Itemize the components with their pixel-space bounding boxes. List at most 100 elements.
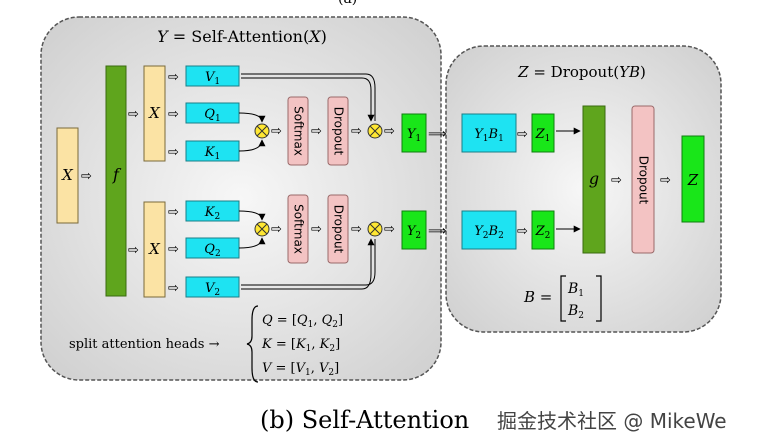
- v1-block: [185, 65, 240, 87]
- y2b2-label: Y2B2: [474, 224, 504, 241]
- head2-softmax-label: Softmax: [292, 204, 306, 254]
- head1-x-block: [143, 65, 166, 162]
- g-block: [582, 105, 606, 254]
- v1-to-mult: [241, 73, 376, 121]
- arrow-x1-q1: ⇨: [168, 107, 179, 122]
- arrow-dropout1-mult: ⇨: [351, 124, 362, 139]
- panel-connectors: ⟹ ⟹: [428, 127, 447, 239]
- left-panel: Y = Self-Attention(X) X f X X V1 Q1 K1 K…: [40, 16, 442, 383]
- b-equation-lhs: B =: [523, 288, 552, 306]
- left-panel-title: Y = Self-Attention(X): [157, 27, 327, 46]
- arrow-x2-v2: ⇨: [168, 281, 179, 296]
- right-connectors: [556, 127, 581, 233]
- head2-dropout-label: Dropout: [332, 205, 346, 254]
- head2-qk-multiply-cross: [256, 223, 268, 235]
- split-heads-text: split attention heads →: [69, 337, 220, 352]
- v2-to-mult-2: [241, 238, 375, 290]
- g-label: g: [589, 169, 599, 188]
- arrow-x2-k2: ⇨: [168, 205, 179, 220]
- right-panel: Z = Dropout(YB) Y1B1 Y2B2 Z1 Z2 g Dropou…: [445, 45, 722, 333]
- f-block: [105, 65, 127, 297]
- arrow-mult2-softmax: ⇨: [271, 222, 282, 237]
- f-label: f: [112, 165, 122, 184]
- y2-label: Y2: [407, 224, 421, 241]
- arrow-softmax2-dropout: ⇨: [311, 222, 322, 237]
- arrow-f-x1: ⇨: [128, 107, 139, 122]
- b-row2: B2: [567, 303, 584, 321]
- v1-label: V1: [205, 70, 220, 87]
- arrow-y1b1-z1: ⇨: [517, 127, 528, 142]
- left-arrows: ⇨ ⇨ ⇨ ⇨ ⇨ ⇨ ⇨ ⇨ ⇨ ⇨ ⇨ ⇨ ⇨ ⇨ ⇨ ⇨ ⇨: [81, 70, 395, 296]
- left-panel-frame: [40, 16, 442, 381]
- head1-dropout-label: Dropout: [332, 107, 346, 156]
- arrow-y2b2-z2: ⇨: [517, 224, 528, 239]
- arrow-dropout2-mult: ⇨: [351, 222, 362, 237]
- right-arrows: ⇨ ⇨ ⇨ ⇨: [517, 127, 671, 239]
- arrow-g-dropout: ⇨: [611, 173, 622, 188]
- k1-label: K1: [204, 145, 220, 162]
- arrow-dropout-z: ⇨: [660, 173, 671, 188]
- equation-v: V = [V1, V2]: [262, 361, 339, 378]
- y1-block: [401, 113, 427, 153]
- z2-block: [531, 210, 555, 250]
- z1-block: [531, 113, 555, 153]
- head2-dropout-block: [327, 194, 349, 264]
- q1-label: Q1: [204, 107, 220, 124]
- figure-caption: (b) Self-Attention: [260, 406, 469, 434]
- q2-label: Q2: [204, 242, 220, 259]
- y2-block: [401, 210, 427, 250]
- watermark: 掘金技术社区 @ MikeWe: [497, 409, 727, 433]
- y1-label: Y1: [407, 127, 421, 144]
- k2-label: K2: [204, 205, 220, 222]
- arrow-x-f: ⇨: [81, 169, 92, 184]
- z1-label: Z1: [535, 127, 551, 144]
- v2-block: [185, 276, 240, 298]
- arrow-x1-v1: ⇨: [168, 70, 179, 85]
- top-cut-text: (a): [338, 0, 357, 7]
- head1-x-label: X: [148, 104, 161, 122]
- head1-v-multiply-cross: [369, 125, 381, 137]
- equation-brace: [246, 305, 259, 383]
- arrow-f-x2: ⇨: [128, 243, 139, 258]
- equation-k: K = [K1, K2]: [261, 337, 340, 354]
- right-dropout-block: [631, 105, 655, 254]
- k1-to-mult: [238, 139, 266, 152]
- arrow-x2-q2: ⇨: [168, 242, 179, 257]
- head1-qk-multiply-cross: [256, 125, 268, 137]
- head2-softmax-block: [287, 194, 309, 264]
- arrow-y2-right: ⟹: [428, 224, 447, 239]
- head2-v-multiply-cross: [369, 223, 381, 235]
- b-bracket-right: [596, 275, 602, 322]
- q2-to-mult: [238, 237, 266, 249]
- arrow-mult1-softmax: ⇨: [271, 124, 282, 139]
- arrow-softmax1-dropout: ⇨: [311, 124, 322, 139]
- k2-to-mult: [238, 210, 266, 221]
- y1b1-block: [461, 113, 517, 153]
- arrow-mult-y2: ⇨: [384, 222, 395, 237]
- z-label: Z: [687, 171, 699, 189]
- y1b1-label: Y1B1: [474, 127, 504, 144]
- right-panel-title: Z = Dropout(YB): [517, 63, 646, 81]
- arrow-x1-k1: ⇨: [168, 145, 179, 160]
- input-x-label: X: [61, 166, 74, 184]
- right-dropout-label: Dropout: [637, 156, 651, 205]
- head1-dropout-block: [327, 96, 349, 166]
- y2b2-block: [461, 210, 517, 250]
- head1-softmax-block: [287, 96, 309, 166]
- arrow-y1-right: ⟹: [428, 127, 447, 142]
- head2-x-label: X: [148, 240, 161, 258]
- v2-label: V2: [205, 281, 220, 298]
- q1-to-mult: [238, 112, 266, 123]
- v1-to-mult-2: [241, 77, 375, 122]
- head2-x-block: [143, 201, 166, 298]
- b-bracket-left: [560, 275, 566, 322]
- head1-softmax-label: Softmax: [292, 106, 306, 156]
- z2-label: Z2: [535, 224, 551, 241]
- b-row1: B1: [567, 281, 584, 299]
- arrow-mult-y1: ⇨: [384, 124, 395, 139]
- left-connectors: [238, 73, 376, 290]
- v2-to-mult: [241, 239, 376, 286]
- equation-q: Q = [Q1, Q2]: [262, 313, 343, 330]
- input-x-block: [56, 127, 79, 224]
